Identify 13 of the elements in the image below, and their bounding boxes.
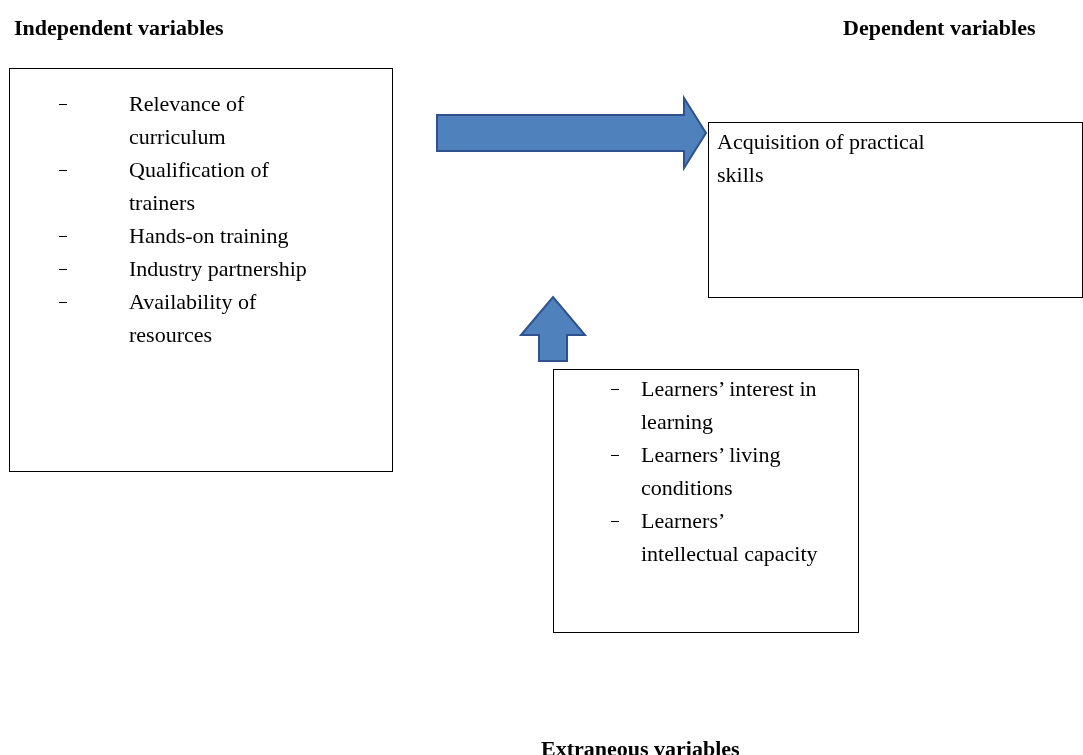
block-arrow — [436, 94, 708, 172]
list-item: Availability of resources — [129, 288, 258, 349]
list-item: Industry partnership — [129, 255, 308, 283]
variable-text: Acquisition of practical skills — [717, 128, 926, 189]
heading: Dependent variables — [843, 15, 1036, 41]
list-item: Hands-on training — [129, 222, 290, 250]
heading: Independent variables — [14, 15, 224, 41]
list-item: Learners’ interest in learning — [641, 375, 818, 436]
list-item: Learners’ living conditions — [641, 441, 782, 502]
list-item: Qualification of trainers — [129, 156, 270, 217]
block-arrow — [518, 295, 588, 362]
list-item: Relevance of curriculum — [129, 90, 246, 151]
list-item: Learners’ intellectual capacity — [641, 507, 819, 568]
